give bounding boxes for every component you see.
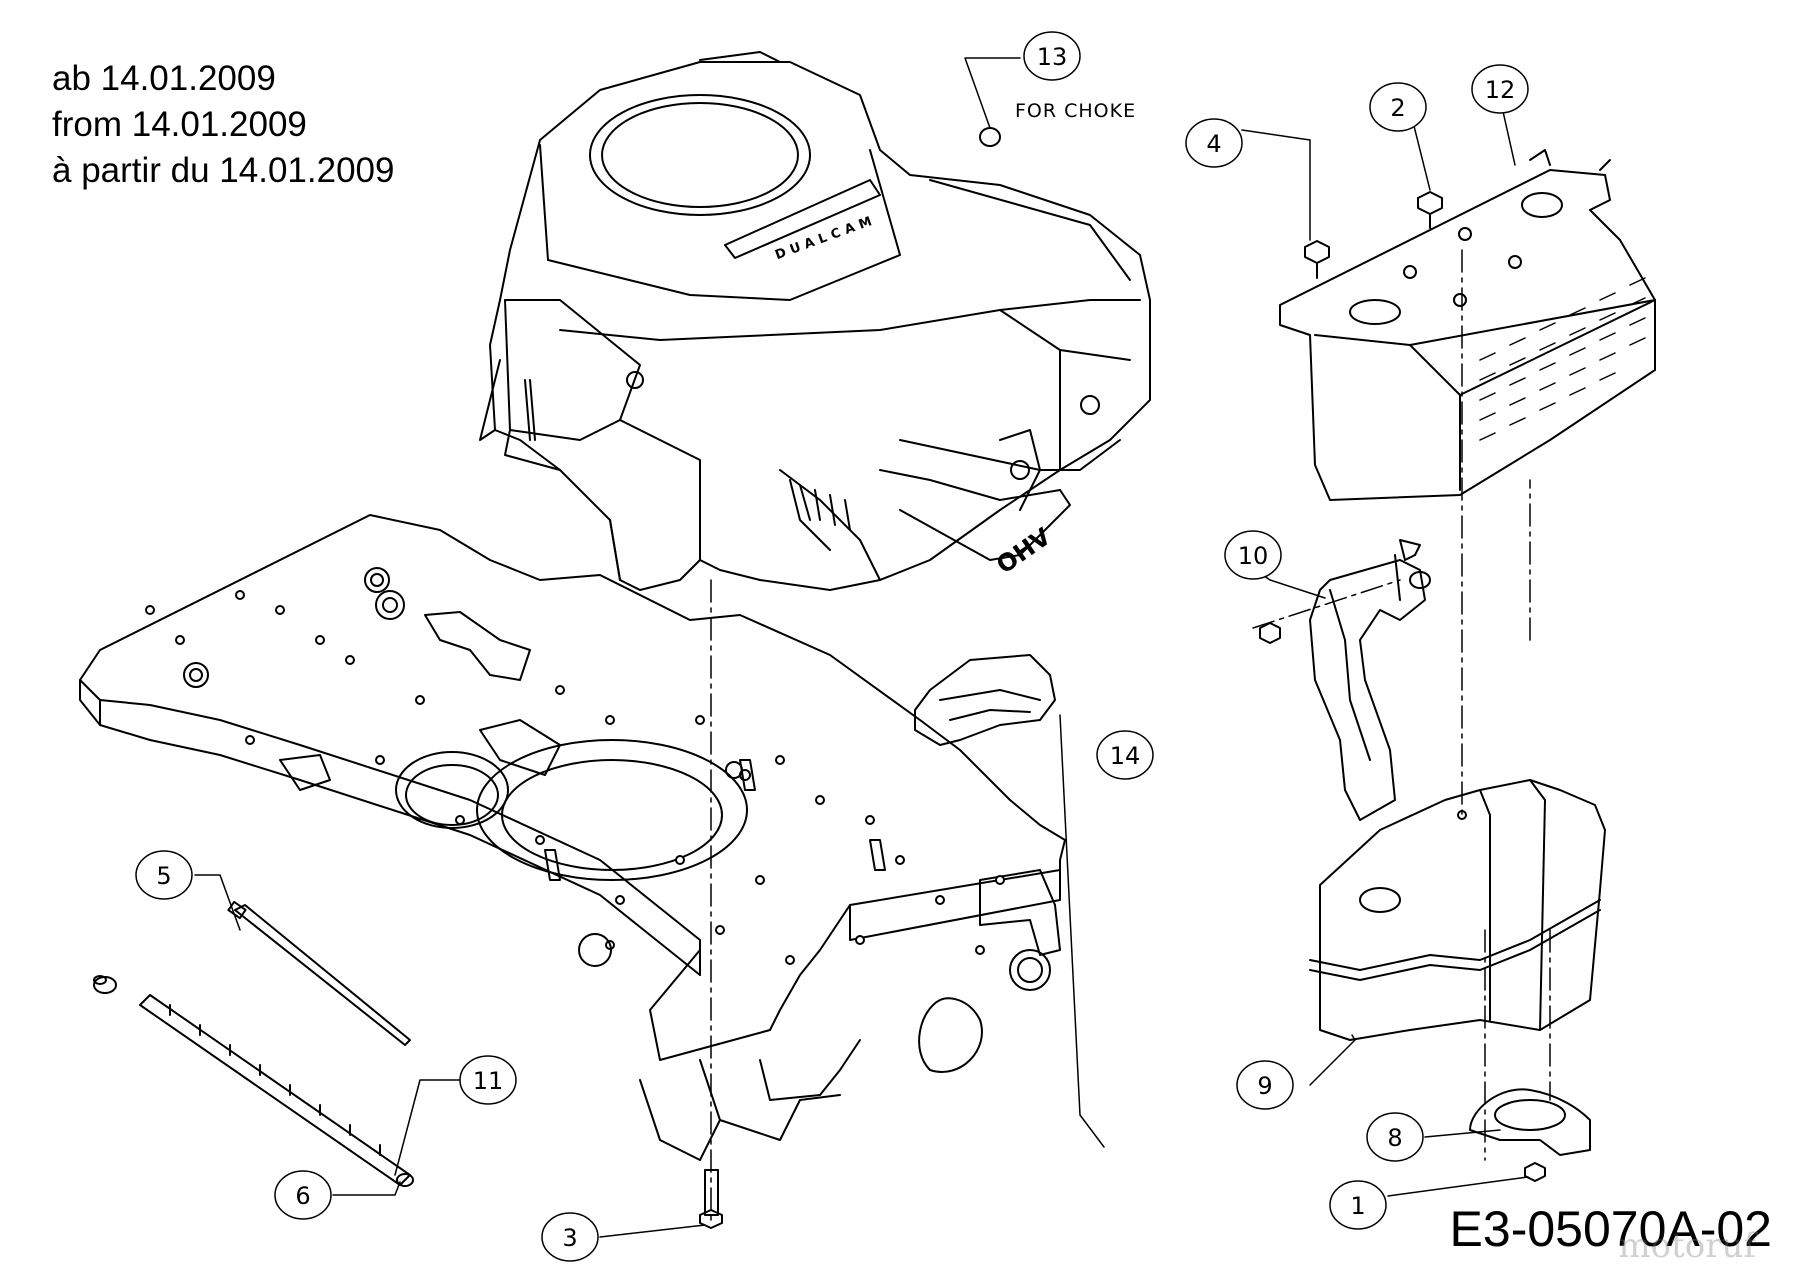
leader-lines — [194, 57, 1529, 1238]
callout-5: 5 — [156, 862, 171, 890]
frame-holes — [145, 590, 1005, 965]
callout-13: 13 — [1037, 43, 1068, 71]
callout-11-label: 11 — [473, 1067, 504, 1095]
callout-4: 4 — [1206, 130, 1221, 158]
hose-illustration — [93, 975, 414, 1187]
watermark-logo: motoruf — [1618, 1226, 1756, 1266]
assembly-centerlines — [710, 249, 1551, 1226]
callout-10: 10 — [1238, 542, 1269, 570]
callout-bubbles — [135, 31, 1529, 1262]
engine-brand-label: DUALCAM — [773, 212, 879, 263]
callout-9: 9 — [1257, 1072, 1272, 1100]
callout-3: 3 — [562, 1224, 577, 1252]
validity-dates: ab 14.01.2009 from 14.01.2009 à partir d… — [52, 56, 394, 194]
callout-2: 2 — [1390, 94, 1405, 122]
exhaust-guard-illustration — [914, 654, 1056, 746]
drawing-code: E3-05070A-02 — [1449, 1201, 1772, 1257]
date-line-en: from 14.01.2009 — [52, 105, 307, 144]
engine-illustration — [479, 51, 1151, 591]
callout-12: 12 — [1485, 76, 1516, 104]
heat-shield-illustration — [1279, 149, 1656, 501]
callout-14: 14 — [1110, 742, 1141, 770]
flange-illustration — [1469, 1088, 1591, 1182]
muffler-illustration — [1309, 779, 1606, 1041]
callout-8: 8 — [1387, 1124, 1402, 1152]
callout-numbers: 13 4 2 12 10 14 5 11 11 6 3 9 8 1 — [156, 43, 1515, 1252]
choke-note: FOR CHOKE — [1015, 100, 1136, 122]
callout-1: 1 — [1350, 1192, 1365, 1220]
callout-6: 6 — [295, 1182, 310, 1210]
date-line-fr: à partir du 14.01.2009 — [52, 151, 395, 190]
date-line-de: ab 14.01.2009 — [52, 59, 276, 98]
engine-type-label: OHV — [991, 522, 1056, 579]
nut-parts — [1304, 191, 1443, 279]
bolt-illustration — [699, 1169, 723, 1229]
choke-knob-illustration — [979, 127, 1001, 147]
frame-illustration — [79, 514, 1066, 1161]
cable-tie-illustration — [227, 900, 411, 1046]
exhaust-pipe-illustration — [1259, 539, 1431, 821]
